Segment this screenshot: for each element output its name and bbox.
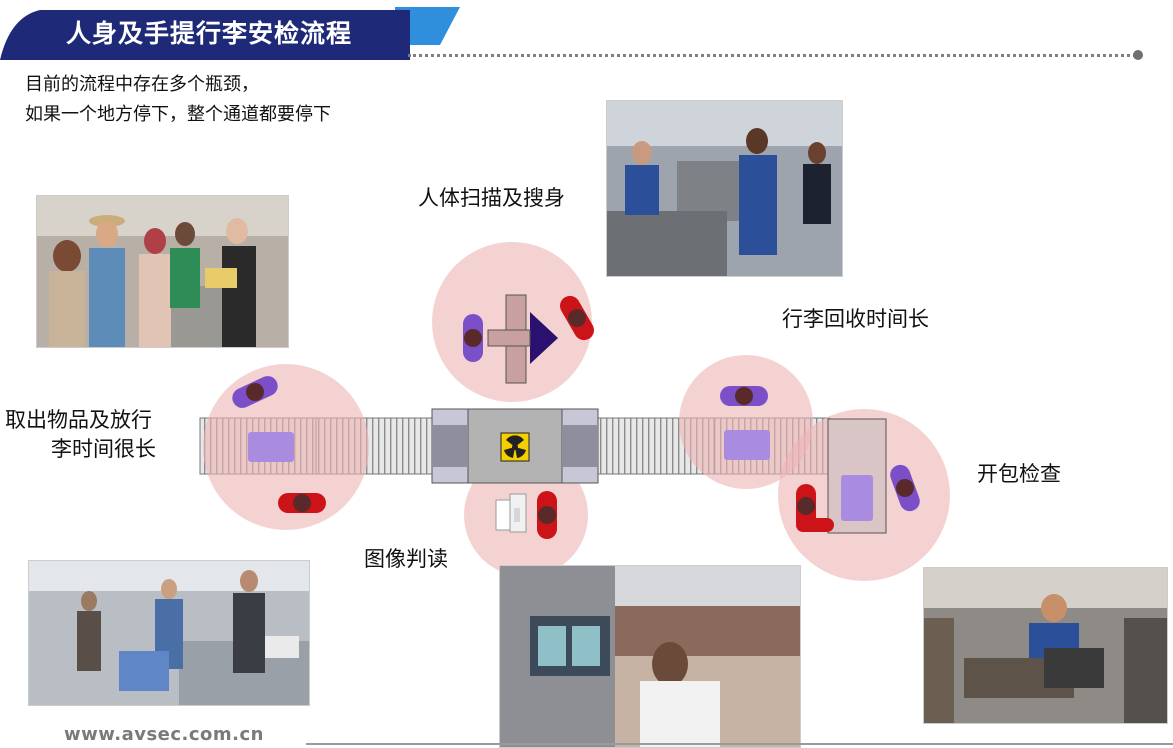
intro-line-2: 如果一个地方停下，整个通道都要停下 xyxy=(25,104,331,125)
footer-url[interactable]: www.avsec.com.cn xyxy=(64,724,264,745)
label-take-out-2: 李时间很长 xyxy=(51,437,156,461)
security-officers-photo xyxy=(606,100,843,277)
dotted-divider xyxy=(408,54,1136,57)
tray-icon xyxy=(841,475,873,521)
banner-shape xyxy=(0,10,410,60)
monitor-icon xyxy=(495,493,527,533)
person-pill-icon xyxy=(463,314,483,362)
label-body-scan: 人体扫描及搜身 xyxy=(418,186,565,210)
scanner-arrow-icon xyxy=(530,312,558,364)
title-banner xyxy=(0,7,460,60)
person-pill-icon xyxy=(720,386,768,406)
passengers-trays-photo xyxy=(28,560,310,706)
xray-curtain-right xyxy=(562,425,598,467)
label-image-reading: 图像判读 xyxy=(364,547,448,571)
radiation-icon xyxy=(500,432,530,462)
person-pill-icon xyxy=(232,376,278,408)
checkpoint-staff-photo xyxy=(36,195,289,348)
tray-icon xyxy=(724,430,770,460)
divider-end-dot xyxy=(1133,50,1143,60)
xray-curtain-left xyxy=(432,425,468,467)
person-pill-icon xyxy=(537,491,557,539)
person-pill-icon xyxy=(560,295,594,341)
person-pill-icon xyxy=(890,464,920,512)
person-pill-icon xyxy=(796,484,834,532)
banner-accent xyxy=(395,7,460,45)
tray-icon xyxy=(248,432,294,462)
person-pill-icon xyxy=(278,493,326,513)
bottom-rule xyxy=(306,743,1173,745)
bag-inspection-photo xyxy=(923,567,1168,724)
intro-line-1: 目前的流程中存在多个瓶颈， xyxy=(25,74,259,95)
bottleneck-circle-retrieve xyxy=(679,355,813,489)
label-open-bag: 开包检查 xyxy=(977,462,1061,486)
label-take-out-1: 取出物品及放行 xyxy=(5,408,152,432)
scanner-arm xyxy=(487,329,531,347)
label-retrieve: 行李回收时间长 xyxy=(782,307,929,331)
page-title: 人身及手提行李安检流程 xyxy=(66,19,353,48)
xray-operator-photo xyxy=(499,565,801,748)
